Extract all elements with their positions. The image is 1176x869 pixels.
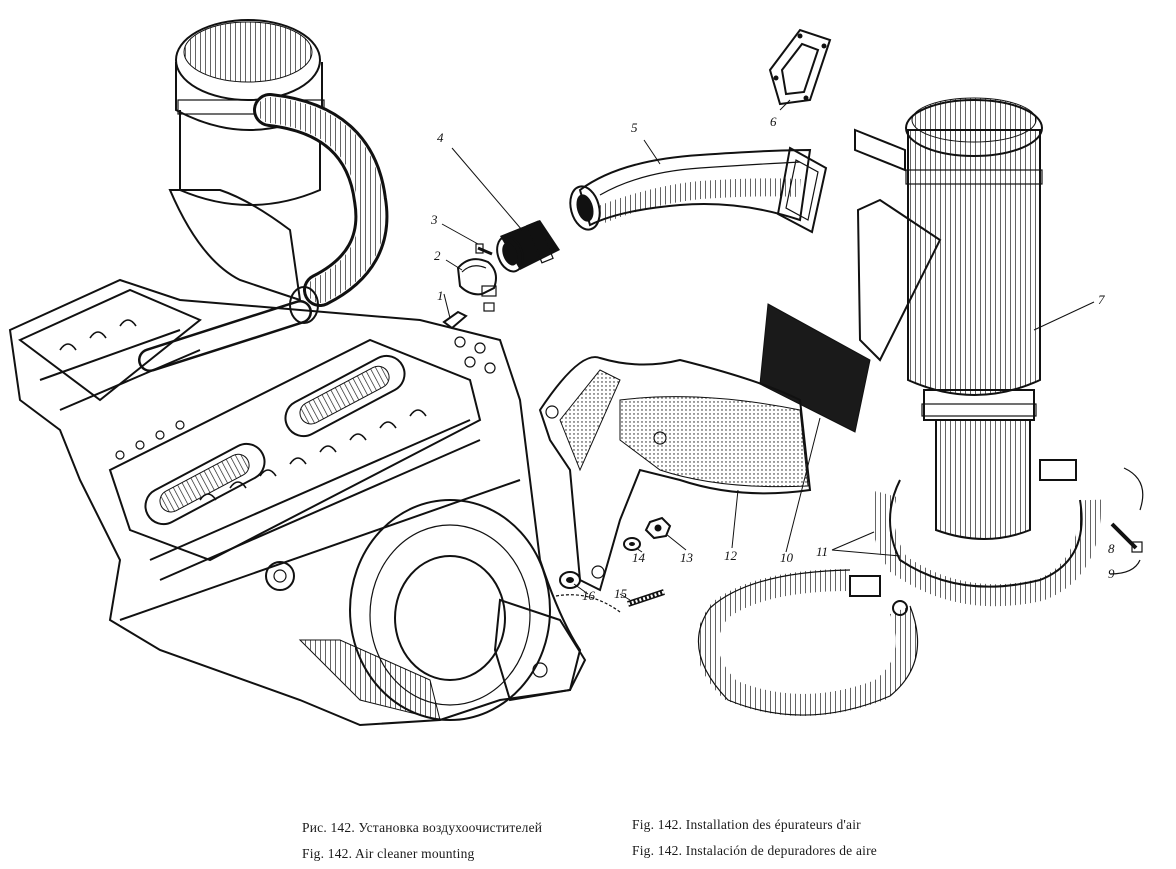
part-label-1: 1: [437, 288, 444, 303]
caption-french: Fig. 142. Installation des épurateurs d'…: [632, 817, 861, 832]
part-label-8: 8: [1108, 541, 1115, 556]
caption-english: Fig. 142. Air cleaner mounting: [302, 846, 475, 861]
part-label-2: 2: [434, 248, 441, 263]
part-3-screw: [475, 243, 493, 256]
part-label-13: 13: [680, 550, 694, 565]
part-15-stud: [627, 589, 665, 607]
part-label-4: 4: [437, 130, 444, 145]
part-label-5: 5: [631, 120, 638, 135]
part-label-10: 10: [780, 550, 794, 565]
part-label-6: 6: [770, 114, 777, 129]
part-label-11: 11: [816, 544, 828, 559]
part-label-12: 12: [724, 548, 738, 563]
part-12-bracket: [538, 356, 812, 592]
part-13-nut: [644, 516, 672, 540]
part-label-15: 15: [614, 586, 628, 601]
exploded-diagram: 1 2 3 4 5 6 7 8 9 10 11 12 13 14 15 16: [8, 19, 1144, 727]
part-10-plate: [759, 303, 871, 433]
part-label-14: 14: [632, 550, 646, 565]
part-7-air-cleaner: [854, 97, 1043, 540]
engine-block: [8, 19, 587, 727]
part-label-16: 16: [582, 588, 596, 603]
part-2-clamp: [456, 258, 497, 297]
part-label-9: 9: [1108, 566, 1115, 581]
part-5-elbow-pipe: [569, 146, 828, 234]
part-1-fitting: [442, 302, 495, 330]
part-label-3: 3: [430, 212, 438, 227]
part-14-washer: [623, 537, 641, 551]
part-11-strap-lower: [696, 569, 919, 716]
caption-spanish: Fig. 142. Instalación de depuradores de …: [632, 843, 877, 858]
part-11-strap-upper: [871, 459, 1102, 607]
caption-russian: Рис. 142. Установка воздухоочистителей: [302, 820, 543, 835]
part-4-hose: [496, 220, 560, 273]
part-8-bolt: [1110, 522, 1143, 553]
part-16-washer: [559, 571, 581, 589]
part-label-7: 7: [1098, 292, 1105, 307]
part-6-gasket: [768, 28, 832, 106]
